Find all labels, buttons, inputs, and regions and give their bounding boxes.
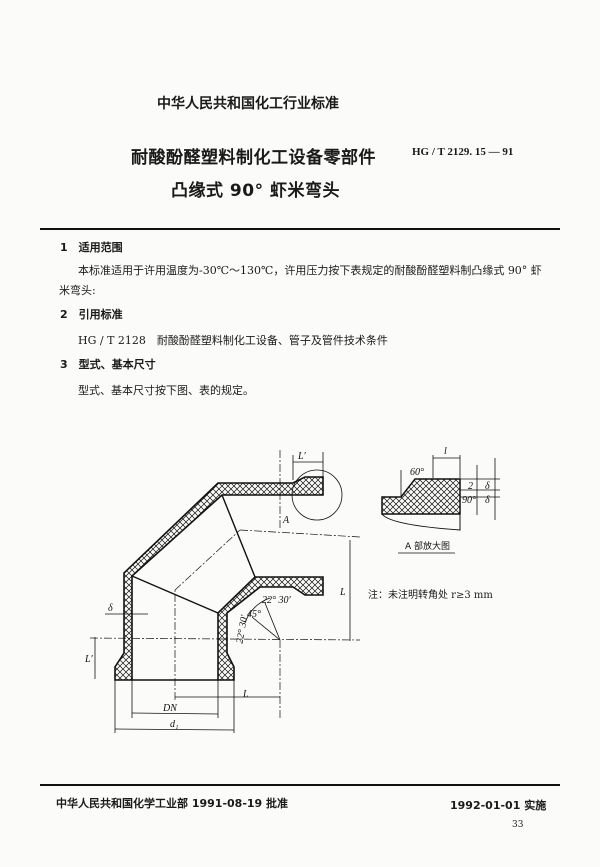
- section-3-text: 型式、基本尺寸按下图、表的规定。: [78, 384, 254, 397]
- inner-wall: [217, 576, 324, 681]
- dim-l-prime-left: L′: [84, 654, 94, 665]
- referenced-standard: HG / T 2128 耐酸酚醛塑料制化工设备、管子及管件技术条件: [78, 334, 388, 347]
- detail-angle-90: 90°: [462, 495, 476, 506]
- page-number: 33: [512, 820, 524, 830]
- elbow-walls: [114, 476, 324, 681]
- footer-rule: [40, 784, 560, 786]
- dim-l-bottom: L: [242, 689, 249, 700]
- section-2-heading: 2 引用标准: [60, 308, 123, 321]
- detail-angle-60: 60°: [410, 467, 424, 478]
- center-lines: [89, 450, 361, 720]
- dim-l-right: L: [339, 587, 346, 598]
- detail-dim-delta1: δ: [485, 495, 490, 506]
- detail-a-drawing: 60° l 2 90° δ δ A 部放大图: [381, 446, 500, 554]
- effective-date: 1992-01-01 实施: [450, 799, 547, 812]
- header-rule: [40, 228, 560, 230]
- detail-dim-delta: δ: [485, 481, 490, 492]
- dim-delta: δ: [108, 603, 113, 614]
- detail-caption: A 部放大图: [405, 540, 450, 552]
- figure-note: 注：未注明转角处 r≥3 mm: [368, 590, 493, 601]
- section-1-text-cont: 米弯头:: [59, 284, 96, 297]
- angle-bottom: 22° 30′: [235, 613, 251, 644]
- issuing-standard-header: 中华人民共和国化工行业标准: [157, 96, 339, 112]
- standard-code: HG / T 2129. 15 — 91: [412, 146, 514, 158]
- dim-dn: DN: [162, 703, 178, 714]
- dimension-lines: [94, 452, 351, 733]
- dim-l-prime-top: L′: [297, 451, 307, 462]
- detail-dim-2: 2: [468, 481, 473, 492]
- miter-lines: [131, 494, 256, 681]
- document-subtitle: 凸缘式 90° 虾米弯头: [171, 181, 340, 201]
- approval-line: 中华人民共和国化学工业部 1991-08-19 批准: [56, 797, 289, 810]
- angle-top: 22° 30′: [262, 595, 291, 606]
- section-1-heading: 1 适用范围: [60, 241, 123, 254]
- dim-d1: d₁: [170, 719, 178, 730]
- detail-a-label: A: [282, 515, 290, 526]
- section-3-heading: 3 型式、基本尺寸: [60, 358, 156, 371]
- angle-middle: 45°: [247, 609, 261, 620]
- section-1-text: 本标准适用于许用温度为-30℃～130℃，许用压力按下表规定的耐酸酚醛塑料制凸缘…: [78, 264, 542, 277]
- detail-a-circle: [291, 469, 343, 521]
- detail-dim-l: l: [444, 446, 447, 457]
- document-title: 耐酸酚醛塑料制化工设备零部件: [131, 148, 376, 168]
